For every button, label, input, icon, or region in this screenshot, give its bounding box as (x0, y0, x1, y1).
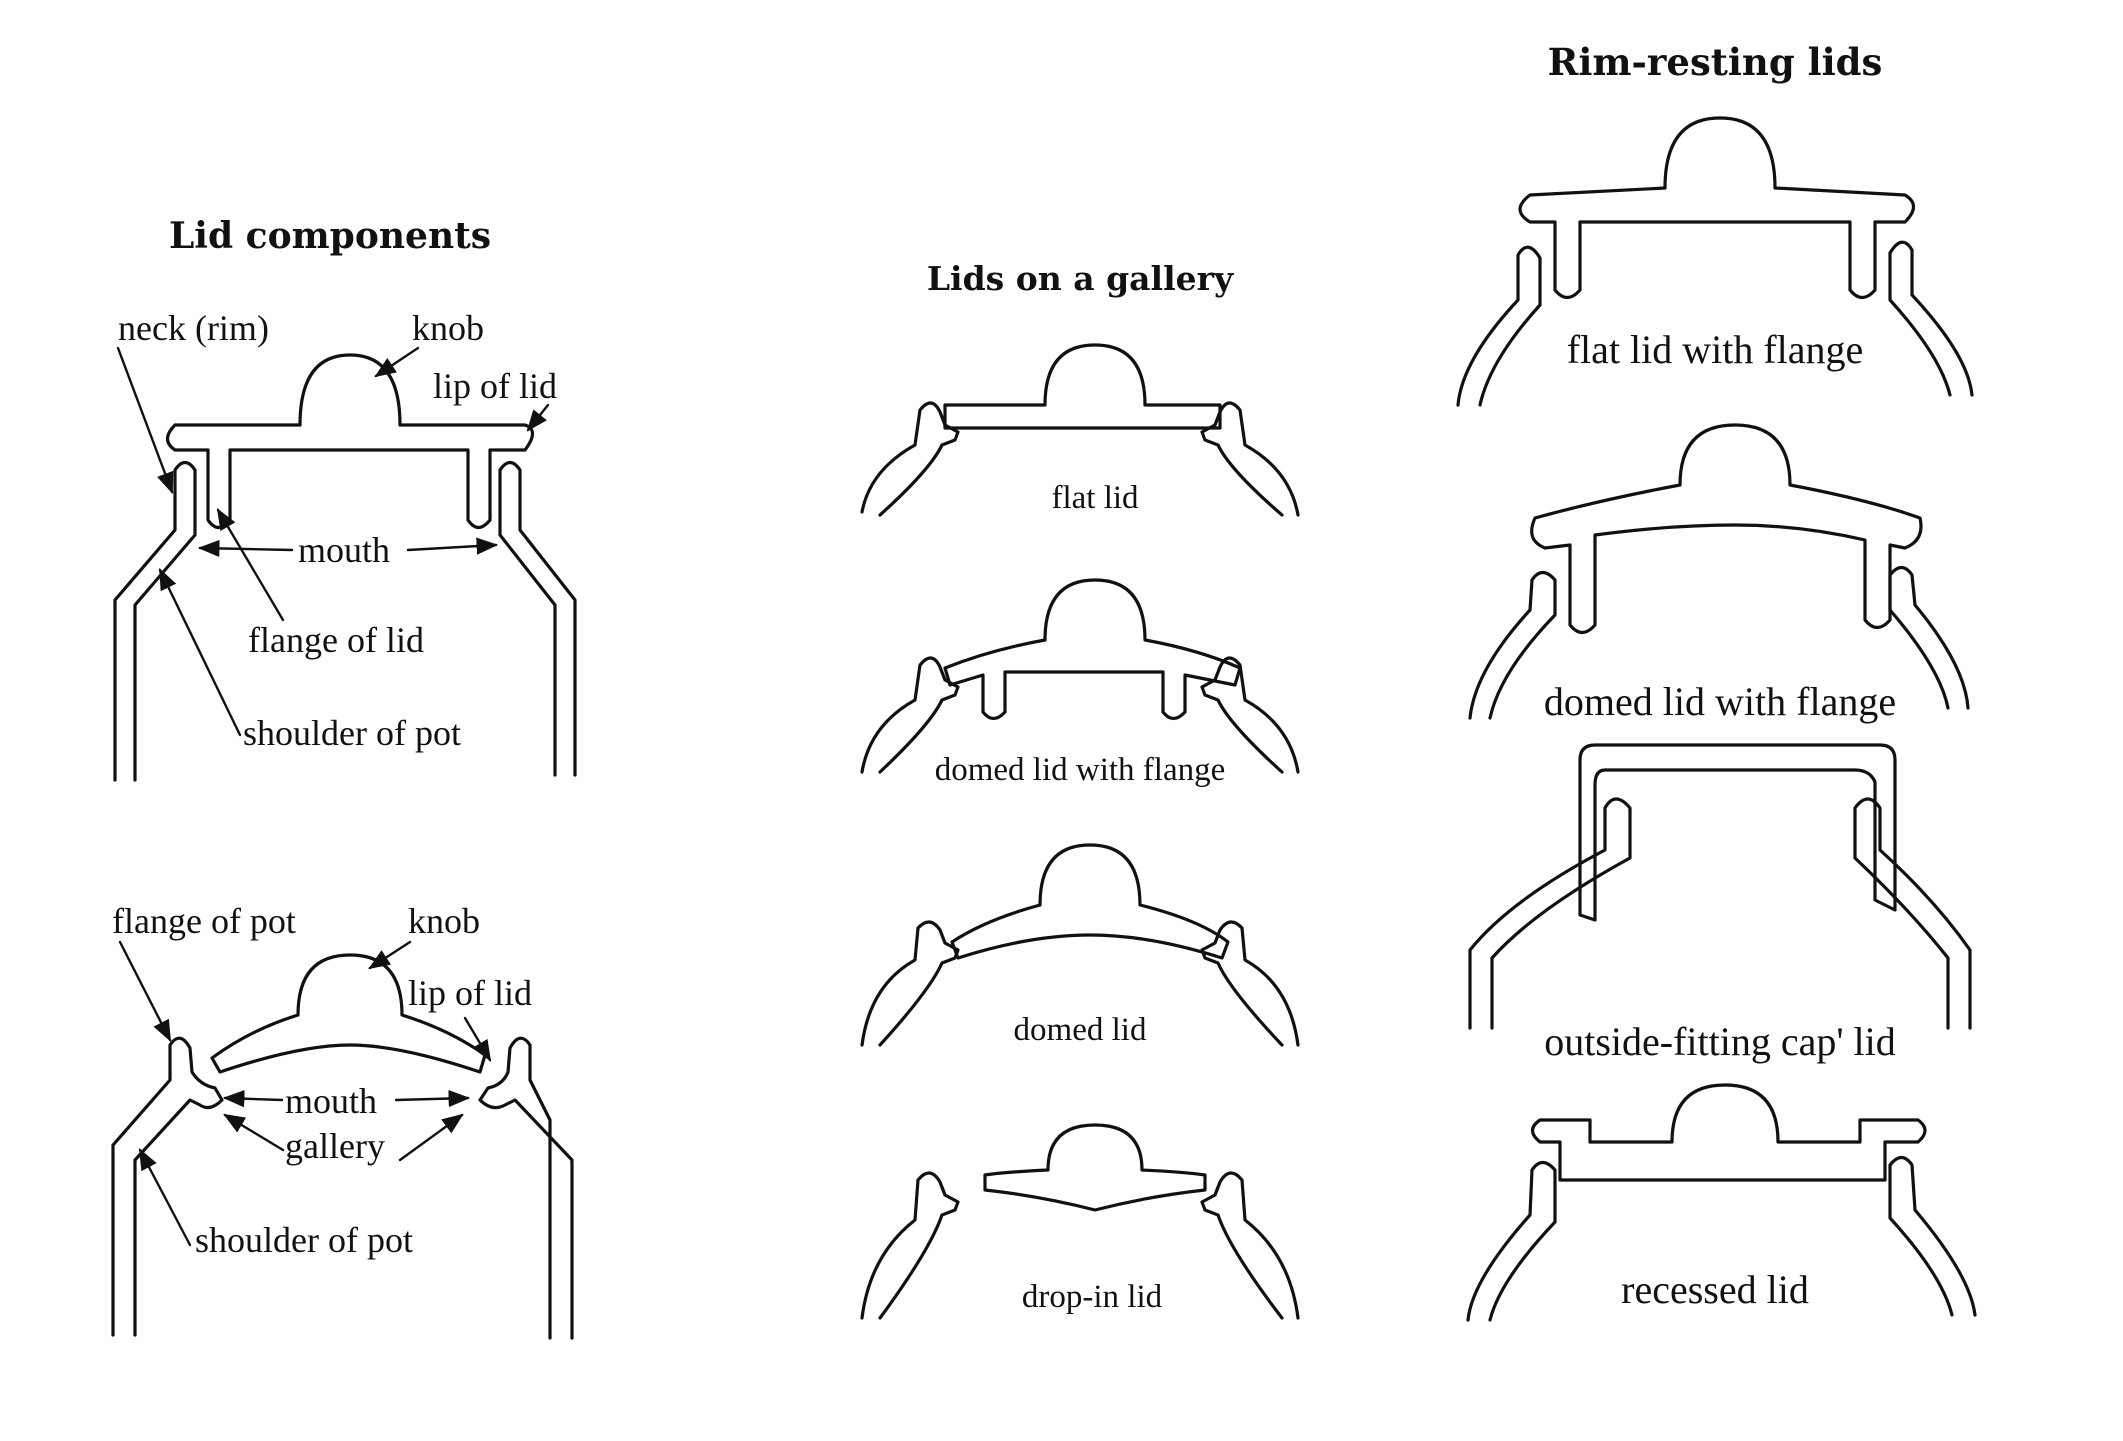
label-flange-of-lid: flange of lid (248, 620, 424, 660)
label-gallery: gallery (285, 1126, 385, 1166)
gallery-flat-lid-diagram (860, 343, 1300, 517)
label-gallery-drop-in-lid: drop-in lid (1022, 1279, 1163, 1315)
component-diagram-gallery-lid (111, 953, 574, 1340)
label-knob-bottom: knob (408, 901, 480, 941)
label-flange-of-pot: flange of pot (112, 901, 296, 941)
component-bottom-labels: flange of pot knob lip of lid mouth gall… (112, 901, 532, 1260)
label-gallery-domed-flange-lid: domed lid with flange (935, 752, 1226, 788)
label-rim-cap-lid: outside-fitting cap' lid (1544, 1019, 1896, 1064)
component-diagram-flat-lid (113, 353, 577, 782)
rim-recessed-lid-diagram (1466, 1083, 1977, 1322)
label-neck-rim: neck (rim) (118, 308, 269, 348)
label-gallery-domed-lid: domed lid (1014, 1012, 1147, 1048)
heading-rim-resting-lids: Rim-resting lids (1548, 40, 1883, 84)
gallery-domed-lid-diagram (860, 843, 1300, 1047)
heading-lids-on-gallery: Lids on a gallery (927, 259, 1234, 298)
label-shoulder-of-pot: shoulder of pot (243, 713, 461, 753)
label-knob: knob (412, 308, 484, 348)
label-mouth: mouth (298, 530, 390, 570)
heading-lid-components: Lid components (169, 215, 491, 257)
rim-lid-labels: flat lid with flange domed lid with flan… (1544, 327, 1896, 1312)
rim-flat-flange-lid-diagram (1456, 116, 1974, 407)
label-rim-domed-flange-lid: domed lid with flange (1544, 679, 1896, 724)
label-shoulder-of-pot-bottom: shoulder of pot (195, 1220, 413, 1260)
label-mouth-bottom: mouth (285, 1081, 377, 1121)
component-top-labels: neck (rim) knob lip of lid mouth flange … (116, 308, 557, 753)
label-lip-of-lid: lip of lid (433, 366, 557, 406)
label-rim-recessed-lid: recessed lid (1621, 1267, 1809, 1312)
gallery-lid-labels: flat lid domed lid with flange domed lid… (935, 480, 1226, 1315)
rim-domed-flange-lid-diagram (1468, 423, 1970, 720)
gallery-drop-in-lid-diagram (860, 1123, 1300, 1320)
rim-cap-lid-diagram (1468, 743, 1972, 1030)
label-gallery-flat-lid: flat lid (1051, 480, 1139, 516)
label-rim-flat-flange-lid: flat lid with flange (1567, 327, 1864, 372)
gallery-domed-flange-lid-diagram (860, 578, 1300, 774)
label-lip-of-lid-bottom: lip of lid (408, 973, 532, 1013)
